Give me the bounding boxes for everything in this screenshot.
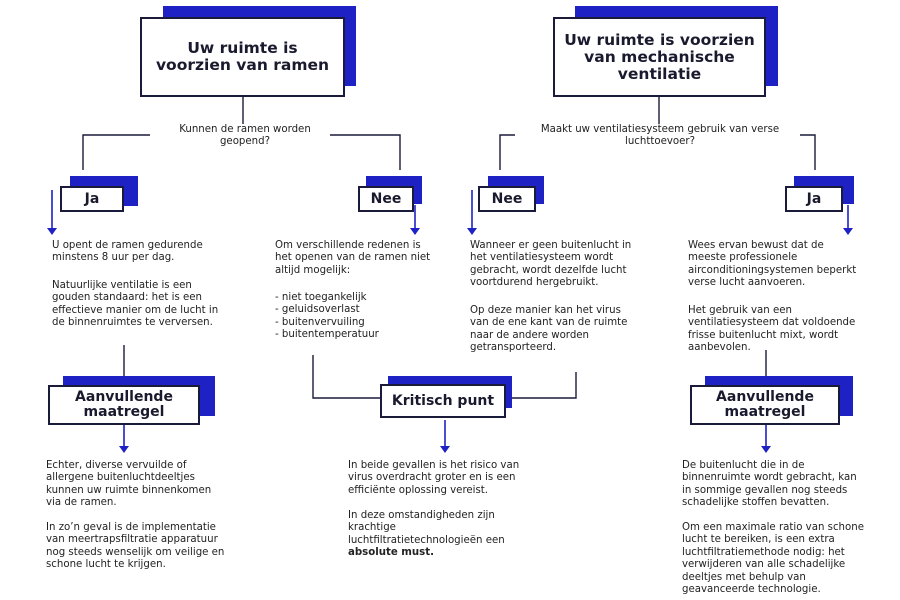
left-measure-text-1: Echter, diverse vervuilde of allergene b… [46, 460, 212, 509]
left-yes-text-1: U opent de ramen gedurende minstens 8 uu… [52, 240, 203, 264]
right-yes-text-2: Het gebruik van een ventilatiesysteem da… [688, 305, 856, 354]
right-no-text-1: Wanneer er geen buitenlucht in het venti… [470, 240, 632, 289]
left-measure-label: Aanvullende maatregel [75, 389, 173, 420]
right-no-label-box: Nee [478, 186, 536, 212]
critical-label: Kritisch punt [391, 392, 495, 409]
reason-item: - buitenvervuiling [275, 316, 365, 328]
left-no-label: Nee [370, 190, 402, 207]
left-measure-text-2: In zo’n geval is de implementatie van me… [46, 522, 225, 571]
left-yes-text-2: Natuurlijke ventilatie is een gouden sta… [52, 280, 219, 329]
left-no-text-1: Om verschillende redenen is het openen v… [275, 240, 431, 276]
right-no-text-2: Op deze manier kan het virus van de ene … [470, 305, 628, 354]
left-no-reasons: - niet toegankelijk - geluidsoverlast - … [275, 292, 435, 342]
right-yes-label: Ja [806, 190, 822, 207]
left-question: Kunnen de ramen worden geopend? [160, 124, 330, 149]
reason-item: - niet toegankelijk [275, 292, 367, 303]
critical-text-2-prefix: In deze omstandigheden zijn krachtige lu… [348, 510, 505, 546]
right-question: Maakt uw ventilatiesysteem gebruik van v… [520, 124, 800, 149]
critical-box: Kritisch punt [380, 384, 506, 418]
right-measure-label: Aanvullende maatregel [716, 389, 814, 420]
reason-item: - geluidsoverlast [275, 304, 360, 316]
critical-emphasis: absolute must. [348, 547, 434, 559]
left-yes-label: Ja [84, 190, 100, 207]
left-yes-label-box: Ja [60, 186, 124, 212]
left-title: Uw ruimte is voorzien van ramen [155, 39, 330, 74]
left-no-label-box: Nee [358, 186, 414, 212]
right-measure-box: Aanvullende maatregel [690, 385, 840, 425]
critical-text-1: In beide gevallen is het risico van viru… [348, 460, 520, 496]
right-title: Uw ruimte is voorzien van mechanische ve… [564, 30, 755, 83]
right-measure-text-1: De buitenlucht die in de binnenruimte wo… [682, 460, 857, 509]
reason-item: - buitentemperatuur [275, 329, 379, 341]
right-yes-text-1: Wees ervan bewust dat de meeste professi… [688, 240, 857, 289]
critical-text-2: In deze omstandigheden zijn krachtige lu… [348, 510, 533, 560]
right-no-label: Nee [491, 190, 523, 207]
right-title-box: Uw ruimte is voorzien van mechanische ve… [553, 17, 766, 97]
left-title-box: Uw ruimte is voorzien van ramen [140, 17, 345, 97]
right-yes-label-box: Ja [785, 186, 843, 212]
left-measure-box: Aanvullende maatregel [48, 385, 200, 425]
right-measure-text-2: Om een maximale ratio van schone lucht t… [682, 522, 864, 596]
